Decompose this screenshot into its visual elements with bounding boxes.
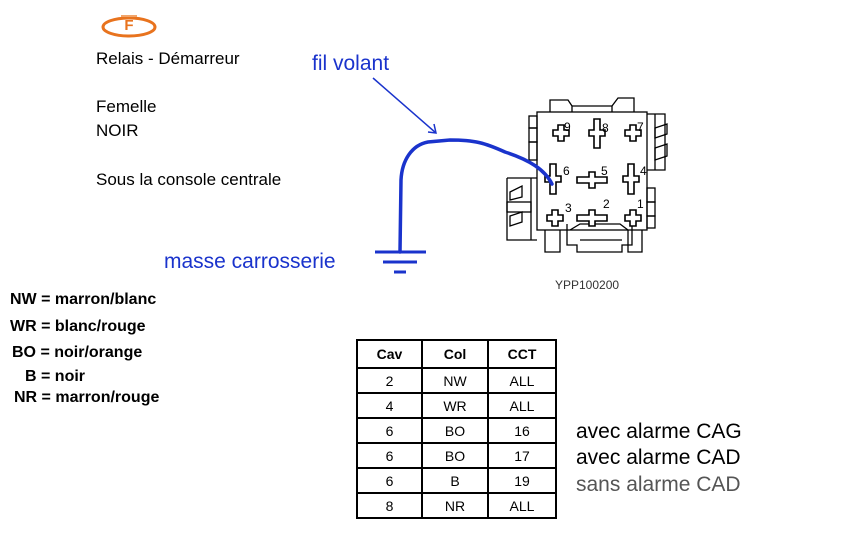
legend-item-wr: WR = blanc/rouge bbox=[10, 318, 146, 335]
cavity-number-9: 9 bbox=[564, 120, 571, 134]
arrow-icon bbox=[372, 77, 437, 134]
table-row: 6 BO 17 bbox=[356, 442, 557, 469]
connector-name: Relais - Démarreur bbox=[96, 49, 240, 68]
cell-cct: 17 bbox=[487, 442, 557, 469]
cell-col: B bbox=[421, 467, 489, 494]
cell-col: NR bbox=[421, 492, 489, 519]
table-row: 2 NW ALL bbox=[356, 367, 557, 394]
badge-ellipse-icon bbox=[101, 15, 157, 38]
header-cav: Cav bbox=[356, 339, 423, 369]
cavity-number-8: 8 bbox=[602, 121, 609, 135]
cell-cav: 8 bbox=[356, 492, 423, 519]
cavity-number-2: 2 bbox=[603, 197, 610, 211]
cavity-number-7: 7 bbox=[637, 120, 644, 134]
cavity-3 bbox=[546, 209, 564, 227]
cell-col: BO bbox=[421, 442, 489, 469]
cavity-7 bbox=[624, 124, 642, 142]
table-row: 8 NR ALL bbox=[356, 492, 557, 519]
connector-gender: Femelle bbox=[96, 97, 157, 116]
table-header-row: Cav Col CCT bbox=[356, 339, 557, 369]
flying-wire bbox=[398, 138, 554, 254]
cavity-1 bbox=[624, 209, 642, 227]
cavity-4 bbox=[622, 163, 640, 195]
cell-col: NW bbox=[421, 367, 489, 394]
badge-letter: F bbox=[124, 17, 134, 34]
connector-badge: F bbox=[101, 14, 157, 38]
cell-cav: 6 bbox=[356, 467, 423, 494]
cell-cct: 19 bbox=[487, 467, 557, 494]
cell-cct: ALL bbox=[487, 367, 557, 394]
cell-cav: 6 bbox=[356, 417, 423, 444]
header-cct: CCT bbox=[487, 339, 557, 369]
cavity-number-4: 4 bbox=[640, 164, 647, 178]
cavity-table: Cav Col CCT 2 NW ALL 4 WR ALL 6 BO 16 6 … bbox=[356, 339, 557, 519]
table-row: 6 BO 16 bbox=[356, 417, 557, 444]
table-row: 6 B 19 bbox=[356, 467, 557, 494]
cavity-9 bbox=[552, 124, 570, 142]
cell-cav: 4 bbox=[356, 392, 423, 419]
cell-cav: 2 bbox=[356, 367, 423, 394]
cell-cct: ALL bbox=[487, 392, 557, 419]
cavity-number-6: 6 bbox=[563, 164, 570, 178]
cavity-2 bbox=[576, 209, 608, 227]
note-cad: avec alarme CAD bbox=[576, 446, 741, 469]
cell-cct: 16 bbox=[487, 417, 557, 444]
legend-item-nr: NR = marron/rouge bbox=[14, 389, 160, 406]
ground-label: masse carrosserie bbox=[164, 250, 336, 273]
connector-reference: YPP100200 bbox=[555, 278, 620, 292]
wire-label: fil volant bbox=[312, 52, 390, 75]
connector-location: Sous la console centrale bbox=[96, 170, 282, 189]
cavity-number-1: 1 bbox=[637, 197, 644, 211]
cavity-5 bbox=[576, 171, 608, 189]
note-sans-cad: sans alarme CAD bbox=[576, 473, 741, 496]
connector-color: NOIR bbox=[96, 121, 139, 140]
ground-icon bbox=[375, 250, 426, 274]
cell-col: BO bbox=[421, 417, 489, 444]
cavity-number-5: 5 bbox=[601, 164, 608, 178]
legend-item-bo: BO = noir/orange bbox=[12, 344, 143, 361]
cell-cct: ALL bbox=[487, 492, 557, 519]
legend-item-b: B = noir bbox=[25, 368, 86, 385]
table-row: 4 WR ALL bbox=[356, 392, 557, 419]
header-col: Col bbox=[421, 339, 489, 369]
cell-cav: 6 bbox=[356, 442, 423, 469]
cavity-8 bbox=[588, 118, 606, 149]
cell-col: WR bbox=[421, 392, 489, 419]
note-cag: avec alarme CAG bbox=[576, 420, 742, 443]
legend-item-nw: NW = marron/blanc bbox=[10, 291, 157, 308]
cavity-number-3: 3 bbox=[565, 201, 572, 215]
